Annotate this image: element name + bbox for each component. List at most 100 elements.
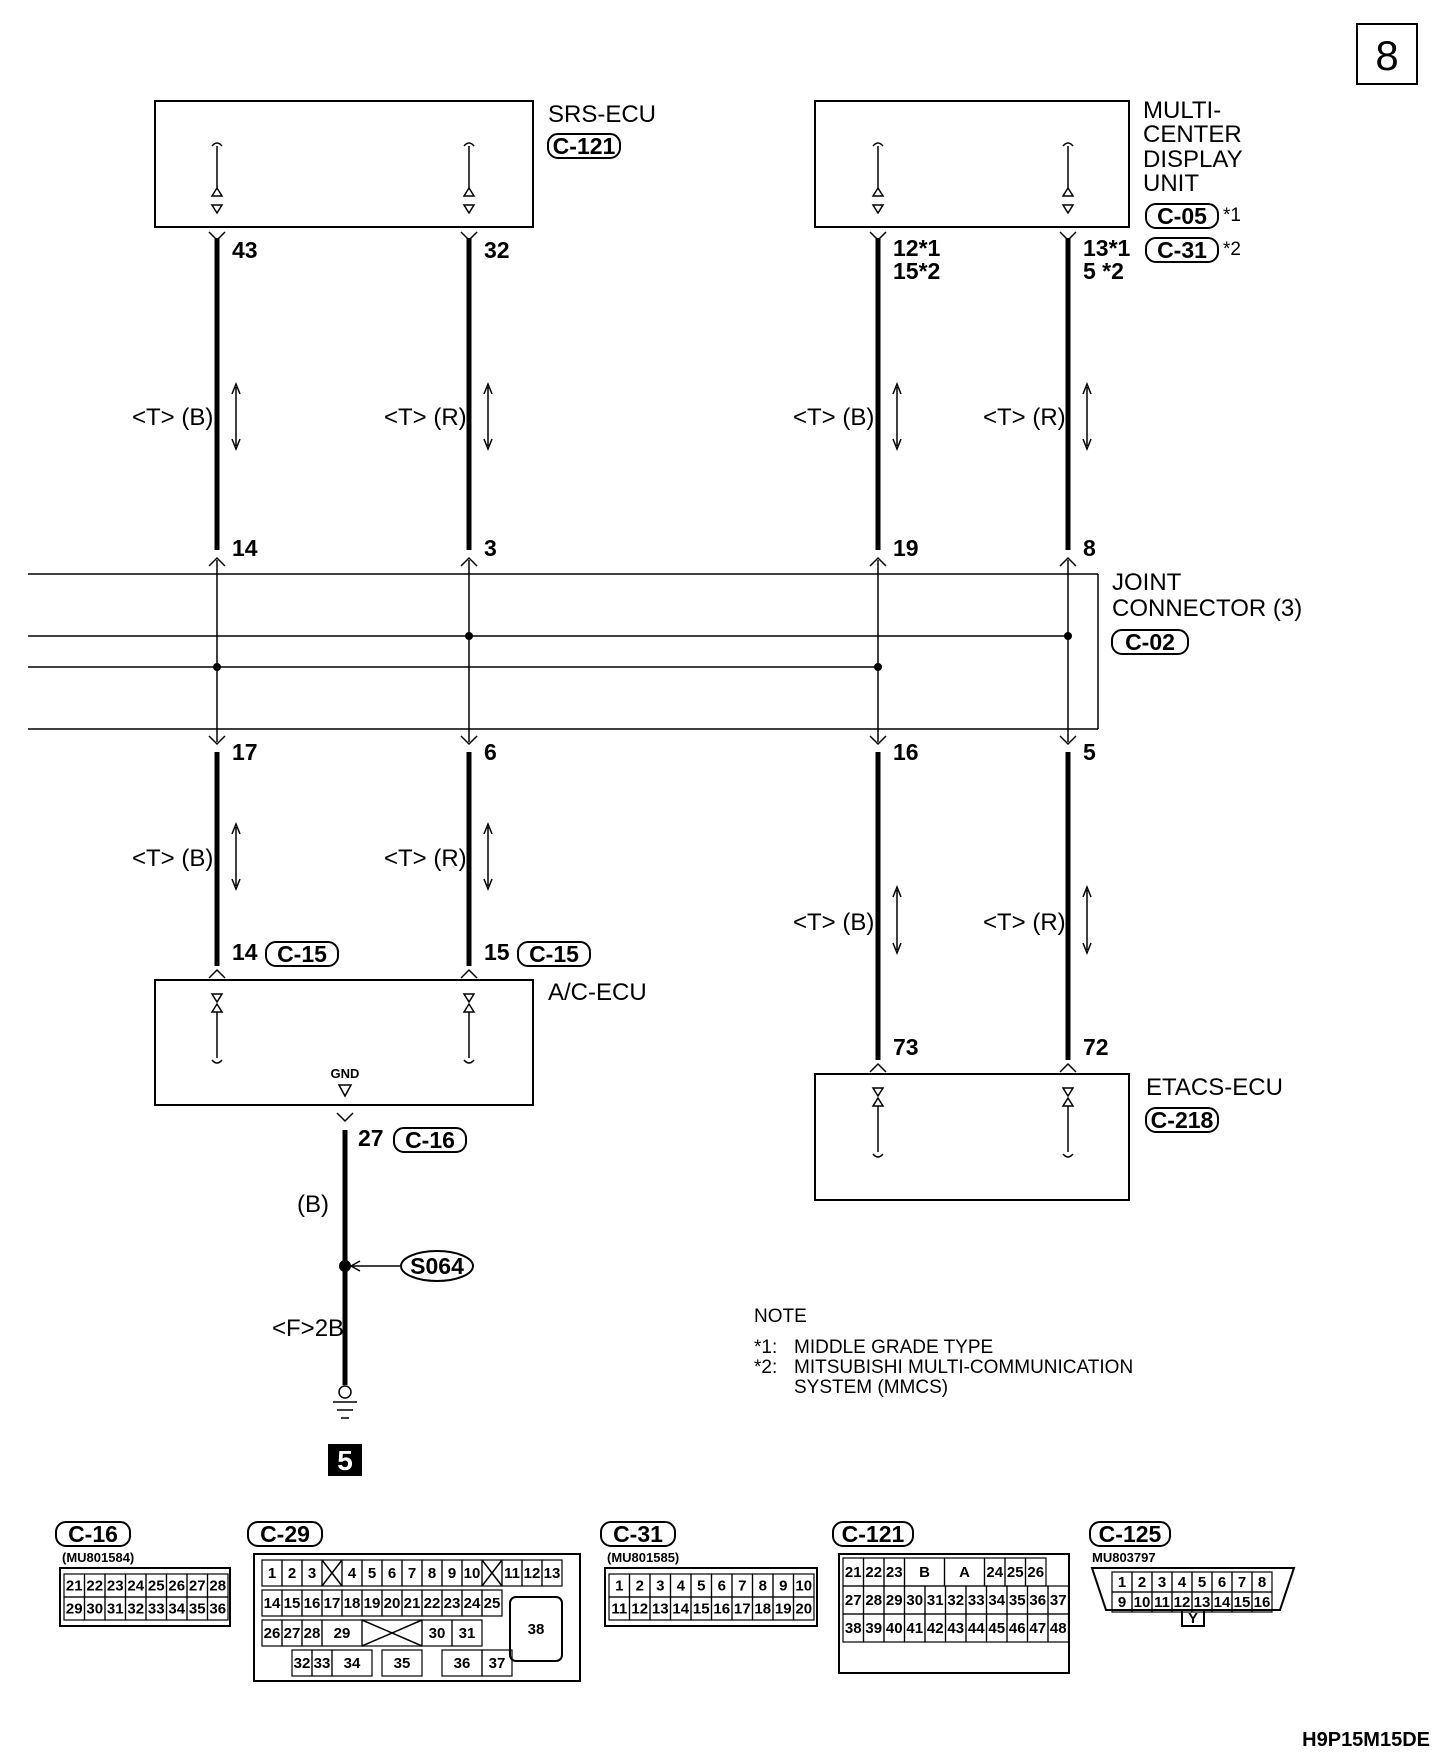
ac-terminal-2-symbol bbox=[462, 993, 476, 1064]
pin-number: 22 bbox=[424, 1595, 441, 1612]
pin-etacs-1: 73 bbox=[893, 1034, 919, 1060]
mcdu-connector-2: C-31 bbox=[1157, 237, 1207, 263]
pin-number: 6 bbox=[388, 1565, 396, 1582]
pin-number: 30 bbox=[906, 1592, 923, 1609]
pin-number: 31 bbox=[107, 1601, 124, 1618]
key-label: Y bbox=[1188, 1610, 1198, 1627]
pin-number: 7 bbox=[408, 1565, 416, 1582]
bidir-arrow bbox=[892, 381, 902, 452]
pin-number: A bbox=[959, 1564, 970, 1581]
pin-number: 3 bbox=[656, 1578, 664, 1595]
wire-label-srs-b: <T> (B) bbox=[132, 404, 213, 431]
mcdu-label-3: DISPLAY bbox=[1143, 146, 1243, 173]
pin-mcdu-1a: 12*1 bbox=[893, 235, 941, 261]
pin-joint-top-1: 14 bbox=[232, 535, 258, 561]
srs-terminal-1-symbol bbox=[210, 142, 224, 215]
pin-cell bbox=[541, 1559, 563, 1587]
pin-joint-top-2: 3 bbox=[484, 535, 497, 561]
pin-cell bbox=[1047, 1613, 1070, 1643]
pin-ac-2: 15 bbox=[484, 939, 510, 965]
pin-number: 22 bbox=[86, 1578, 103, 1595]
mcdu-terminal-1-symbol bbox=[871, 142, 885, 215]
pin-number: 13 bbox=[652, 1601, 669, 1618]
signal-arrows bbox=[231, 381, 1092, 956]
connector-part: (MU801585) bbox=[607, 1550, 679, 1565]
pin-number: 15 bbox=[1234, 1594, 1251, 1611]
note-mark-1: *1: bbox=[754, 1337, 777, 1358]
mcdu-label-2: CENTER bbox=[1143, 121, 1242, 148]
pin-number: 35 bbox=[189, 1601, 206, 1618]
pin-number: 6 bbox=[718, 1578, 726, 1595]
pin-number: 30 bbox=[429, 1625, 446, 1642]
pin-etacs-2: 72 bbox=[1083, 1034, 1109, 1060]
pin-number: 33 bbox=[968, 1592, 985, 1609]
connector-id-badge bbox=[832, 1521, 914, 1547]
terminal-mark bbox=[460, 968, 478, 979]
ac-ecu-gnd-label: GND bbox=[331, 1066, 360, 1081]
pin-number: 10 bbox=[1134, 1594, 1151, 1611]
pin-cell bbox=[481, 1589, 503, 1617]
pin-number: 11 bbox=[504, 1565, 520, 1582]
pin-srs-2: 32 bbox=[484, 237, 510, 263]
terminal-mark bbox=[208, 735, 226, 746]
pin-number: 48 bbox=[1050, 1620, 1067, 1637]
pin-number: 16 bbox=[713, 1601, 730, 1618]
pin-number: 16 bbox=[304, 1595, 321, 1612]
pin-cell-blank-mark bbox=[321, 1559, 343, 1587]
splice-id: S064 bbox=[410, 1253, 464, 1279]
pin-cell bbox=[381, 1649, 423, 1677]
wire-label-etacs-b: <T> (B) bbox=[793, 909, 874, 936]
bidir-arrow bbox=[483, 821, 493, 892]
pin-joint-bottom-1: 17 bbox=[232, 739, 258, 765]
figure-id: H9P15M15DE bbox=[1302, 1729, 1430, 1751]
pin-number: 7 bbox=[738, 1578, 746, 1595]
terminal-mark bbox=[208, 556, 226, 567]
mcdu-label-4: UNIT bbox=[1143, 170, 1199, 197]
pin-number: 29 bbox=[886, 1592, 903, 1609]
pin-number: 7 bbox=[1238, 1574, 1246, 1591]
wire-label-srs-r: <T> (R) bbox=[384, 404, 467, 431]
pin-number: 35 bbox=[394, 1655, 411, 1672]
pin-number: 11 bbox=[1154, 1594, 1170, 1611]
srs-ecu-connector: C-121 bbox=[553, 133, 616, 159]
pin-number: 37 bbox=[489, 1655, 506, 1672]
pin-joint-bottom-4: 5 bbox=[1083, 739, 1096, 765]
pin-number: 27 bbox=[189, 1578, 206, 1595]
joint-node-b-2 bbox=[874, 663, 882, 671]
pin-number: 13 bbox=[544, 1565, 561, 1582]
ecu-internal-symbols bbox=[210, 142, 1075, 1158]
pin-number: 31 bbox=[927, 1592, 944, 1609]
pin-number: 27 bbox=[845, 1592, 862, 1609]
connector-id-badge bbox=[1089, 1521, 1171, 1547]
pin-number: 16 bbox=[1254, 1594, 1271, 1611]
pin-number: 24 bbox=[127, 1578, 144, 1595]
wire-label-ac-r: <T> (R) bbox=[384, 845, 467, 872]
pin-cell bbox=[206, 1596, 229, 1621]
pin-number: 26 bbox=[264, 1625, 281, 1642]
pin-cell-blank-mark bbox=[481, 1559, 503, 1587]
pin-joint-bottom-3: 16 bbox=[893, 739, 919, 765]
pin-cell bbox=[451, 1619, 483, 1647]
pin-number: 34 bbox=[168, 1601, 185, 1618]
pin-number: 41 bbox=[906, 1620, 923, 1637]
terminal-mark bbox=[1059, 556, 1077, 567]
connector-id: C-29 bbox=[260, 1521, 310, 1547]
pin-number: 23 bbox=[886, 1564, 903, 1581]
etacs-terminal-2-symbol bbox=[1061, 1087, 1075, 1158]
ground-ref: 5 bbox=[337, 1445, 353, 1476]
pin-number: 32 bbox=[294, 1655, 311, 1672]
pin-number: 14 bbox=[1214, 1594, 1231, 1611]
bidir-arrow bbox=[892, 884, 902, 956]
pin-number: 11 bbox=[611, 1601, 627, 1618]
pin-number: 36 bbox=[1029, 1592, 1046, 1609]
pin-number: 2 bbox=[1138, 1574, 1146, 1591]
pin-number: 1 bbox=[1118, 1574, 1126, 1591]
mcdu-connector-1-mark: *1 bbox=[1223, 205, 1241, 226]
pin-joint-top-4: 8 bbox=[1083, 535, 1096, 561]
mcdu-connector-1-badge bbox=[1145, 203, 1219, 229]
pin-number: 3 bbox=[308, 1565, 316, 1582]
pin-number: 39 bbox=[865, 1620, 882, 1637]
